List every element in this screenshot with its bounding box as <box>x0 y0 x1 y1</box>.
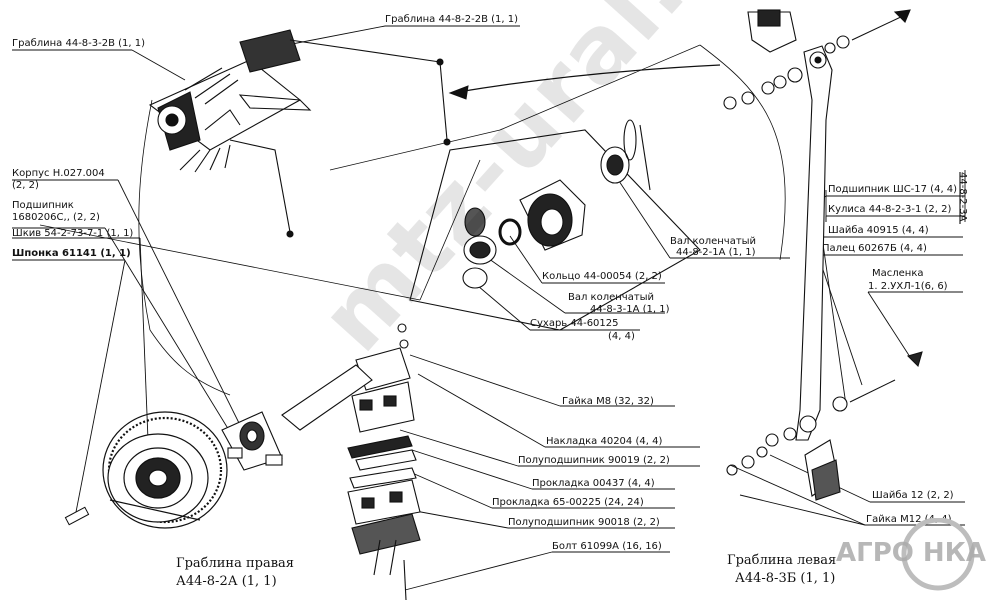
reference-lines <box>39 44 786 396</box>
bearing-block-stack <box>281 323 421 601</box>
label-shkiv: Шкив 54-2-73-7-1 (1, 1) <box>12 228 134 239</box>
label-val-left-code: 44-8-3-1А (1, 1) <box>590 304 670 315</box>
leader-lines <box>12 25 966 591</box>
direction-arrow <box>448 64 721 100</box>
label-shaiba-12: Шайба 12 (2, 2) <box>872 490 954 501</box>
label-podshipnik-shs: Подшипник ШС-17 (4, 4) <box>828 184 958 195</box>
label-podshipnik-left-code: 1680206С,, (2, 2) <box>12 212 100 223</box>
label-val-right-code: 44-8-2-1А (1, 1) <box>676 247 756 258</box>
label-gaika-m8: Гайка М8 (32, 32) <box>562 396 654 407</box>
label-maslenka: Масленка <box>872 268 924 279</box>
label-nakladka: Накладка 40204 (4, 4) <box>546 436 663 447</box>
label-koltso: Кольцо 44-00054 (2, 2) <box>542 271 662 282</box>
label-korpus: Корпус Н.027.004 <box>12 168 105 179</box>
side-label: 44-8-2-3А <box>957 172 968 222</box>
label-palets: Палец 60267Б (4, 4) <box>822 243 927 254</box>
caption-right-rake-title: Граблина правая <box>176 556 294 571</box>
label-korpus-qty: (2, 2) <box>12 180 39 191</box>
label-suhar-qty: (4, 4) <box>608 331 635 342</box>
label-grablina-right-upper: Граблина 44-8-2-2В (1, 1) <box>385 14 519 25</box>
label-polupodshipnik-90019: Полуподшипник 90019 (2, 2) <box>518 455 670 466</box>
label-shponka: Шпонка 61141 (1, 1) <box>12 248 131 259</box>
caption-right-rake-code: А44-8-2А (1, 1) <box>176 574 277 589</box>
label-bolt: Болт 61099А (16, 16) <box>552 541 662 552</box>
key-part <box>64 506 90 526</box>
right-rake-assembly <box>148 29 451 238</box>
label-gaika-m12: Гайка М12 (4, 4) <box>866 514 952 525</box>
logo-ring <box>901 518 975 591</box>
label-suhar: Сухарь 44-60125 <box>530 318 619 329</box>
left-rake-assembly <box>723 9 961 501</box>
label-polupodshipnik-90018: Полуподшипник 90018 (2, 2) <box>508 517 660 528</box>
label-kulisa: Кулиса 44-8-2-3-1 (2, 2) <box>828 204 952 215</box>
label-podshipnik-left: Подшипник <box>12 200 74 211</box>
pulley <box>102 411 228 529</box>
label-prokladka-00437: Прокладка 00437 (4, 4) <box>532 478 655 489</box>
bearing-housing <box>221 411 283 471</box>
label-shaiba-40915: Шайба 40915 (4, 4) <box>828 225 929 236</box>
label-val-right: Вал коленчатый <box>670 236 757 247</box>
caption-left-rake-title: Граблина левая <box>727 553 837 568</box>
crankshaft-assembly <box>409 119 701 331</box>
label-maslenka-code: 1. 2.УХЛ-1(6, 6) <box>868 281 948 292</box>
logo: АГРО НКА <box>836 538 987 568</box>
label-grablina-right-lower: Граблина 44-8-3-2В (1, 1) <box>12 38 146 49</box>
caption-left-rake-code: А44-8-3Б (1, 1) <box>735 571 836 586</box>
label-prokladka-65: Прокладка 65-00225 (24, 24) <box>492 497 644 508</box>
label-val-left: Вал коленчатый <box>568 292 655 303</box>
